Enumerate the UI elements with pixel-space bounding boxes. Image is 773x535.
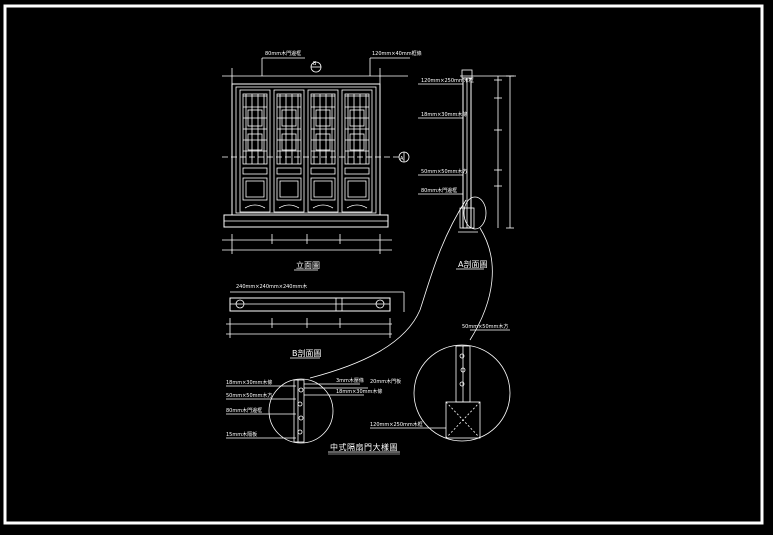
- drawing-main-title: 中式隔扇門大樣圖: [330, 442, 398, 452]
- door-leaf: [273, 89, 305, 213]
- detail-left-label-3: 80mm木門邊框: [226, 407, 262, 414]
- detail-left-label-r3: 20mm木門板: [370, 378, 401, 385]
- door-leaf: [341, 89, 373, 213]
- detail-left-label-r1: 3mm木壓條: [336, 377, 364, 384]
- detail-connector-curve-left: [309, 199, 467, 379]
- section-a-label-3: 50mm×50mm木方: [421, 168, 467, 175]
- section-b-label-top: 240mm×240mm×240mm木: [236, 283, 307, 290]
- elevation-b-marker: B: [310, 61, 322, 73]
- elevation-a-marker: A: [398, 151, 410, 163]
- door-leaf: [307, 89, 339, 213]
- section-a-label-1: 120mm×250mm木框: [421, 77, 474, 84]
- detail-left-label-2: 50mm×50mm木方: [226, 392, 272, 399]
- section-a-caption: A剖面圖: [458, 259, 487, 269]
- elevation-label-top-right: 120mm×40mm框條: [372, 50, 422, 57]
- detail-left-label-r2: 18mm×30mm木條: [336, 388, 382, 395]
- section-a-label-4: 80mm木門邊框: [421, 187, 457, 194]
- elevation-label-top-left: 80mm木門邊框: [265, 50, 301, 57]
- section-b-caption: B剖面圖: [292, 348, 322, 358]
- detail-right-circle: [370, 329, 511, 442]
- section-b-view: [226, 291, 405, 338]
- marker-a-letter: A: [400, 156, 404, 162]
- detail-right-label-top: 50mm×50mm木方: [462, 323, 508, 330]
- detail-right-label-bottom: 120mm×250mm木框: [370, 421, 423, 428]
- door-leaf: [239, 89, 271, 213]
- section-a-view: [418, 69, 516, 233]
- sheet-outer-border: [3, 4, 764, 525]
- elevation-view: [222, 57, 410, 254]
- detail-left-circle: [226, 378, 368, 444]
- elevation-caption: 立面圖: [296, 260, 320, 270]
- marker-b-letter: B: [313, 61, 317, 67]
- detail-connector-curve-right: [469, 227, 493, 341]
- section-a-label-2: 18mm×30mm木條: [421, 111, 467, 118]
- detail-left-label-1: 18mm×30mm木條: [226, 379, 272, 386]
- detail-left-label-4: 15mm木隔板: [226, 431, 257, 438]
